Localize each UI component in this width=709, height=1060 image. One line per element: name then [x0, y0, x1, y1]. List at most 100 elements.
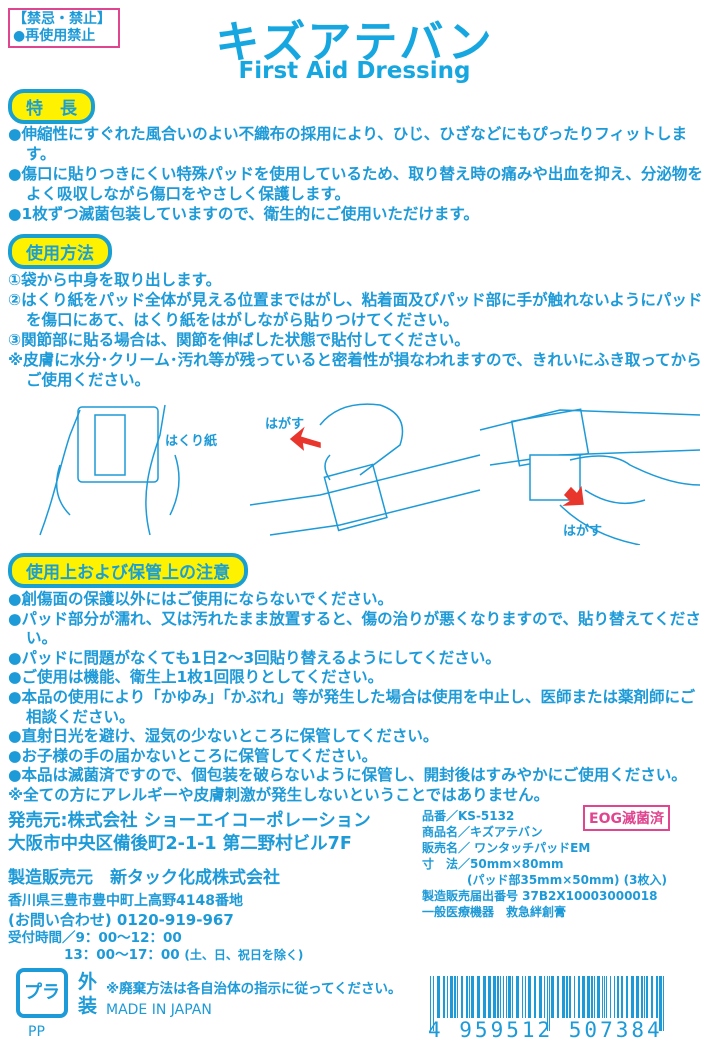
- warning-heading: 【禁忌・禁止】: [13, 11, 111, 27]
- origin-label: MADE IN JAPAN: [106, 1002, 212, 1018]
- barcode-bar: [466, 976, 468, 1018]
- seller-address: 大阪市中央区備後町2-1-1 第二野村ビル7F: [8, 834, 352, 854]
- illustration-step3: [479, 408, 701, 545]
- barcode-bar: [528, 976, 531, 1018]
- barcode-bar: [614, 976, 615, 1018]
- product-subtitle: First Aid Dressing: [238, 58, 471, 84]
- barcode-bar: [557, 976, 559, 1018]
- list-item: ●1枚ずつ滅菌包装していますので、衛生的にご使用いただけます。: [8, 205, 479, 223]
- list-item: ②はくり紙をパッド全体が見える位置まではがし、粘着面及びパッド部に手が触れないよ…: [8, 291, 703, 329]
- barcode-bar: [659, 976, 662, 1031]
- barcode-bar: [591, 976, 593, 1018]
- spec-line: 品番／KS-5132: [422, 809, 515, 823]
- list-item: ●伸縮性にすぐれた風合いのよい不織布の採用により、ひじ、ひざなどにもぴったりフィ…: [8, 125, 687, 163]
- seller-name: 発売元:株式会社 ショーエイコーポレーション: [8, 811, 371, 831]
- barcode: [430, 976, 664, 1031]
- arrow-icon: [562, 485, 584, 506]
- barcode-bar: [656, 976, 658, 1018]
- barcode-bar: [663, 976, 664, 1031]
- barcode-bar: [621, 976, 623, 1018]
- barcode-bar: [443, 976, 445, 1018]
- material-code: PP: [28, 1024, 45, 1040]
- phone-number: (お問い合わせ) 0120-919-967: [8, 911, 234, 929]
- barcode-bar: [562, 976, 565, 1018]
- illustration-step1: [39, 404, 180, 536]
- barcode-bar: [566, 976, 568, 1018]
- barcode-bar: [534, 976, 536, 1018]
- barcode-bar: [582, 976, 585, 1018]
- spec-line: 一般医療機器 救急絆創膏: [422, 905, 567, 919]
- hours-afternoon: 13：00〜17：00: [64, 947, 180, 963]
- list-item: ●お子様の手の届かないところに保管してください。: [8, 746, 378, 765]
- barcode-bar: [483, 976, 486, 1018]
- barcode-number: 4 959512 507384: [428, 1018, 663, 1042]
- spec-line: (パッド部35mm×50mm) (3枚入): [467, 873, 667, 887]
- arrow-icon: [289, 426, 321, 451]
- sterilization-badge: EOG滅菌済: [583, 805, 670, 831]
- list-item: ●ご使用は機能、衛生上1枚1回限りとしてください。: [8, 668, 384, 687]
- usage-illustrations: [39, 403, 701, 545]
- barcode-bar: [569, 976, 571, 1018]
- product-title: キズアテバン: [215, 17, 494, 68]
- barcode-bar: [551, 976, 554, 1018]
- barcode-bar: [610, 976, 611, 1018]
- barcode-bar: [508, 976, 511, 1018]
- spec-line: 販売名／ ワンタッチパッドEM: [422, 841, 591, 855]
- outer-packaging-label: 外装: [78, 971, 98, 1017]
- barcode-bar: [641, 976, 643, 1018]
- list-item: ●直射日光を避け、湿気の少ないところに保管してください。: [8, 727, 439, 746]
- list-item: ③関節部に貼る場合は、関節を伸ばした状態で貼付してください。: [8, 331, 470, 349]
- barcode-bar: [503, 976, 504, 1018]
- usage-list: ①袋から中身を取り出します。 ②はくり紙をパッド全体が見える位置まではがし、粘着…: [8, 270, 706, 390]
- warning-text: ●再使用禁止: [13, 28, 96, 44]
- barcode-bar: [500, 976, 501, 1018]
- list-item: ●傷口に貼りつきにくい特殊パッドを使用しているため、取り替え時の痛みや出血を抑え…: [8, 165, 703, 203]
- barcode-bar: [457, 976, 458, 1018]
- manufacturer-info: 香川県三豊市豊中町上高野4148番地 (お問い合わせ) 0120-919-967…: [8, 892, 303, 964]
- barcode-bar: [525, 976, 526, 1018]
- barcode-bar: [437, 976, 440, 1018]
- barcode-bar: [646, 976, 648, 1018]
- barcode-bar: [651, 976, 653, 1018]
- disposal-note: ※廃棄方法は各自治体の指示に従ってください。: [106, 981, 402, 997]
- barcode-bar: [433, 976, 434, 1031]
- barcode-bar: [522, 976, 523, 1018]
- barcode-bar: [430, 976, 431, 1031]
- barcode-bar: [617, 976, 619, 1018]
- barcode-bar: [447, 976, 448, 1018]
- barcode-bar: [512, 976, 513, 1018]
- spec-line: 製造販売届出番号 37B2X10003000018: [422, 889, 658, 903]
- features-heading: 特 長: [8, 89, 95, 124]
- list-item: ●パッドに問題がなくても1日2〜3回貼り替えるようにしてください。: [8, 648, 501, 667]
- barcode-bar: [626, 976, 628, 1018]
- barcode-bar: [469, 976, 470, 1018]
- barcode-bar: [477, 976, 480, 1018]
- manufacturer-name: 製造販売元 新タック化成株式会社: [8, 868, 280, 888]
- list-item: ●本品は滅菌済ですので、個包装を破らないように保管し、開封後はすみやかにご使用く…: [8, 766, 687, 785]
- hours-morning: 受付時間／9：00〜12：00: [8, 930, 182, 946]
- list-item: ①袋から中身を取り出します。: [8, 271, 222, 289]
- manufacturer-address: 香川県三豊市豊中町上高野4148番地: [8, 893, 243, 909]
- seller-info: 発売元:株式会社 ショーエイコーポレーション 大阪市中央区備後町2-1-1 第二…: [8, 810, 371, 856]
- peel-label: はがす: [563, 524, 603, 539]
- list-item: ※皮膚に水分･クリーム･汚れ等が残っていると密着性が損なわれますので、きれいにふ…: [8, 351, 702, 389]
- features-list: ●伸縮性にすぐれた風合いのよい不織布の採用により、ひじ、ひざなどにもぴったりフィ…: [8, 124, 706, 224]
- barcode-bar: [604, 976, 605, 1018]
- barcode-bar: [488, 976, 491, 1018]
- closed-days: (土、日、祝日を除く): [184, 948, 304, 962]
- barcode-bar: [549, 976, 550, 1031]
- list-item: ●創傷面の保護以外にはご使用にならないでください。: [8, 590, 394, 608]
- barcode-bar: [454, 976, 456, 1018]
- list-item: ●本品の使用により「かゆみ」「かぶれ」等が発生した場合は使用を中止し、医師または…: [8, 687, 696, 726]
- release-paper-label: はくり紙: [165, 434, 218, 449]
- contraindication-box: 【禁忌・禁止】 ●再使用禁止: [8, 8, 120, 48]
- cautions-list: ●創傷面の保護以外にはご使用にならないでください。 ●パッド部分が濡れ、又は汚れ…: [8, 590, 706, 806]
- barcode-bar: [547, 976, 548, 1031]
- barcode-bar: [597, 976, 600, 1018]
- barcode-bar: [497, 976, 499, 1018]
- barcode-bar: [631, 976, 634, 1018]
- barcode-bar: [644, 976, 645, 1018]
- barcode-bar: [594, 976, 595, 1018]
- barcode-bar: [471, 976, 474, 1018]
- barcode-bar: [461, 976, 463, 1018]
